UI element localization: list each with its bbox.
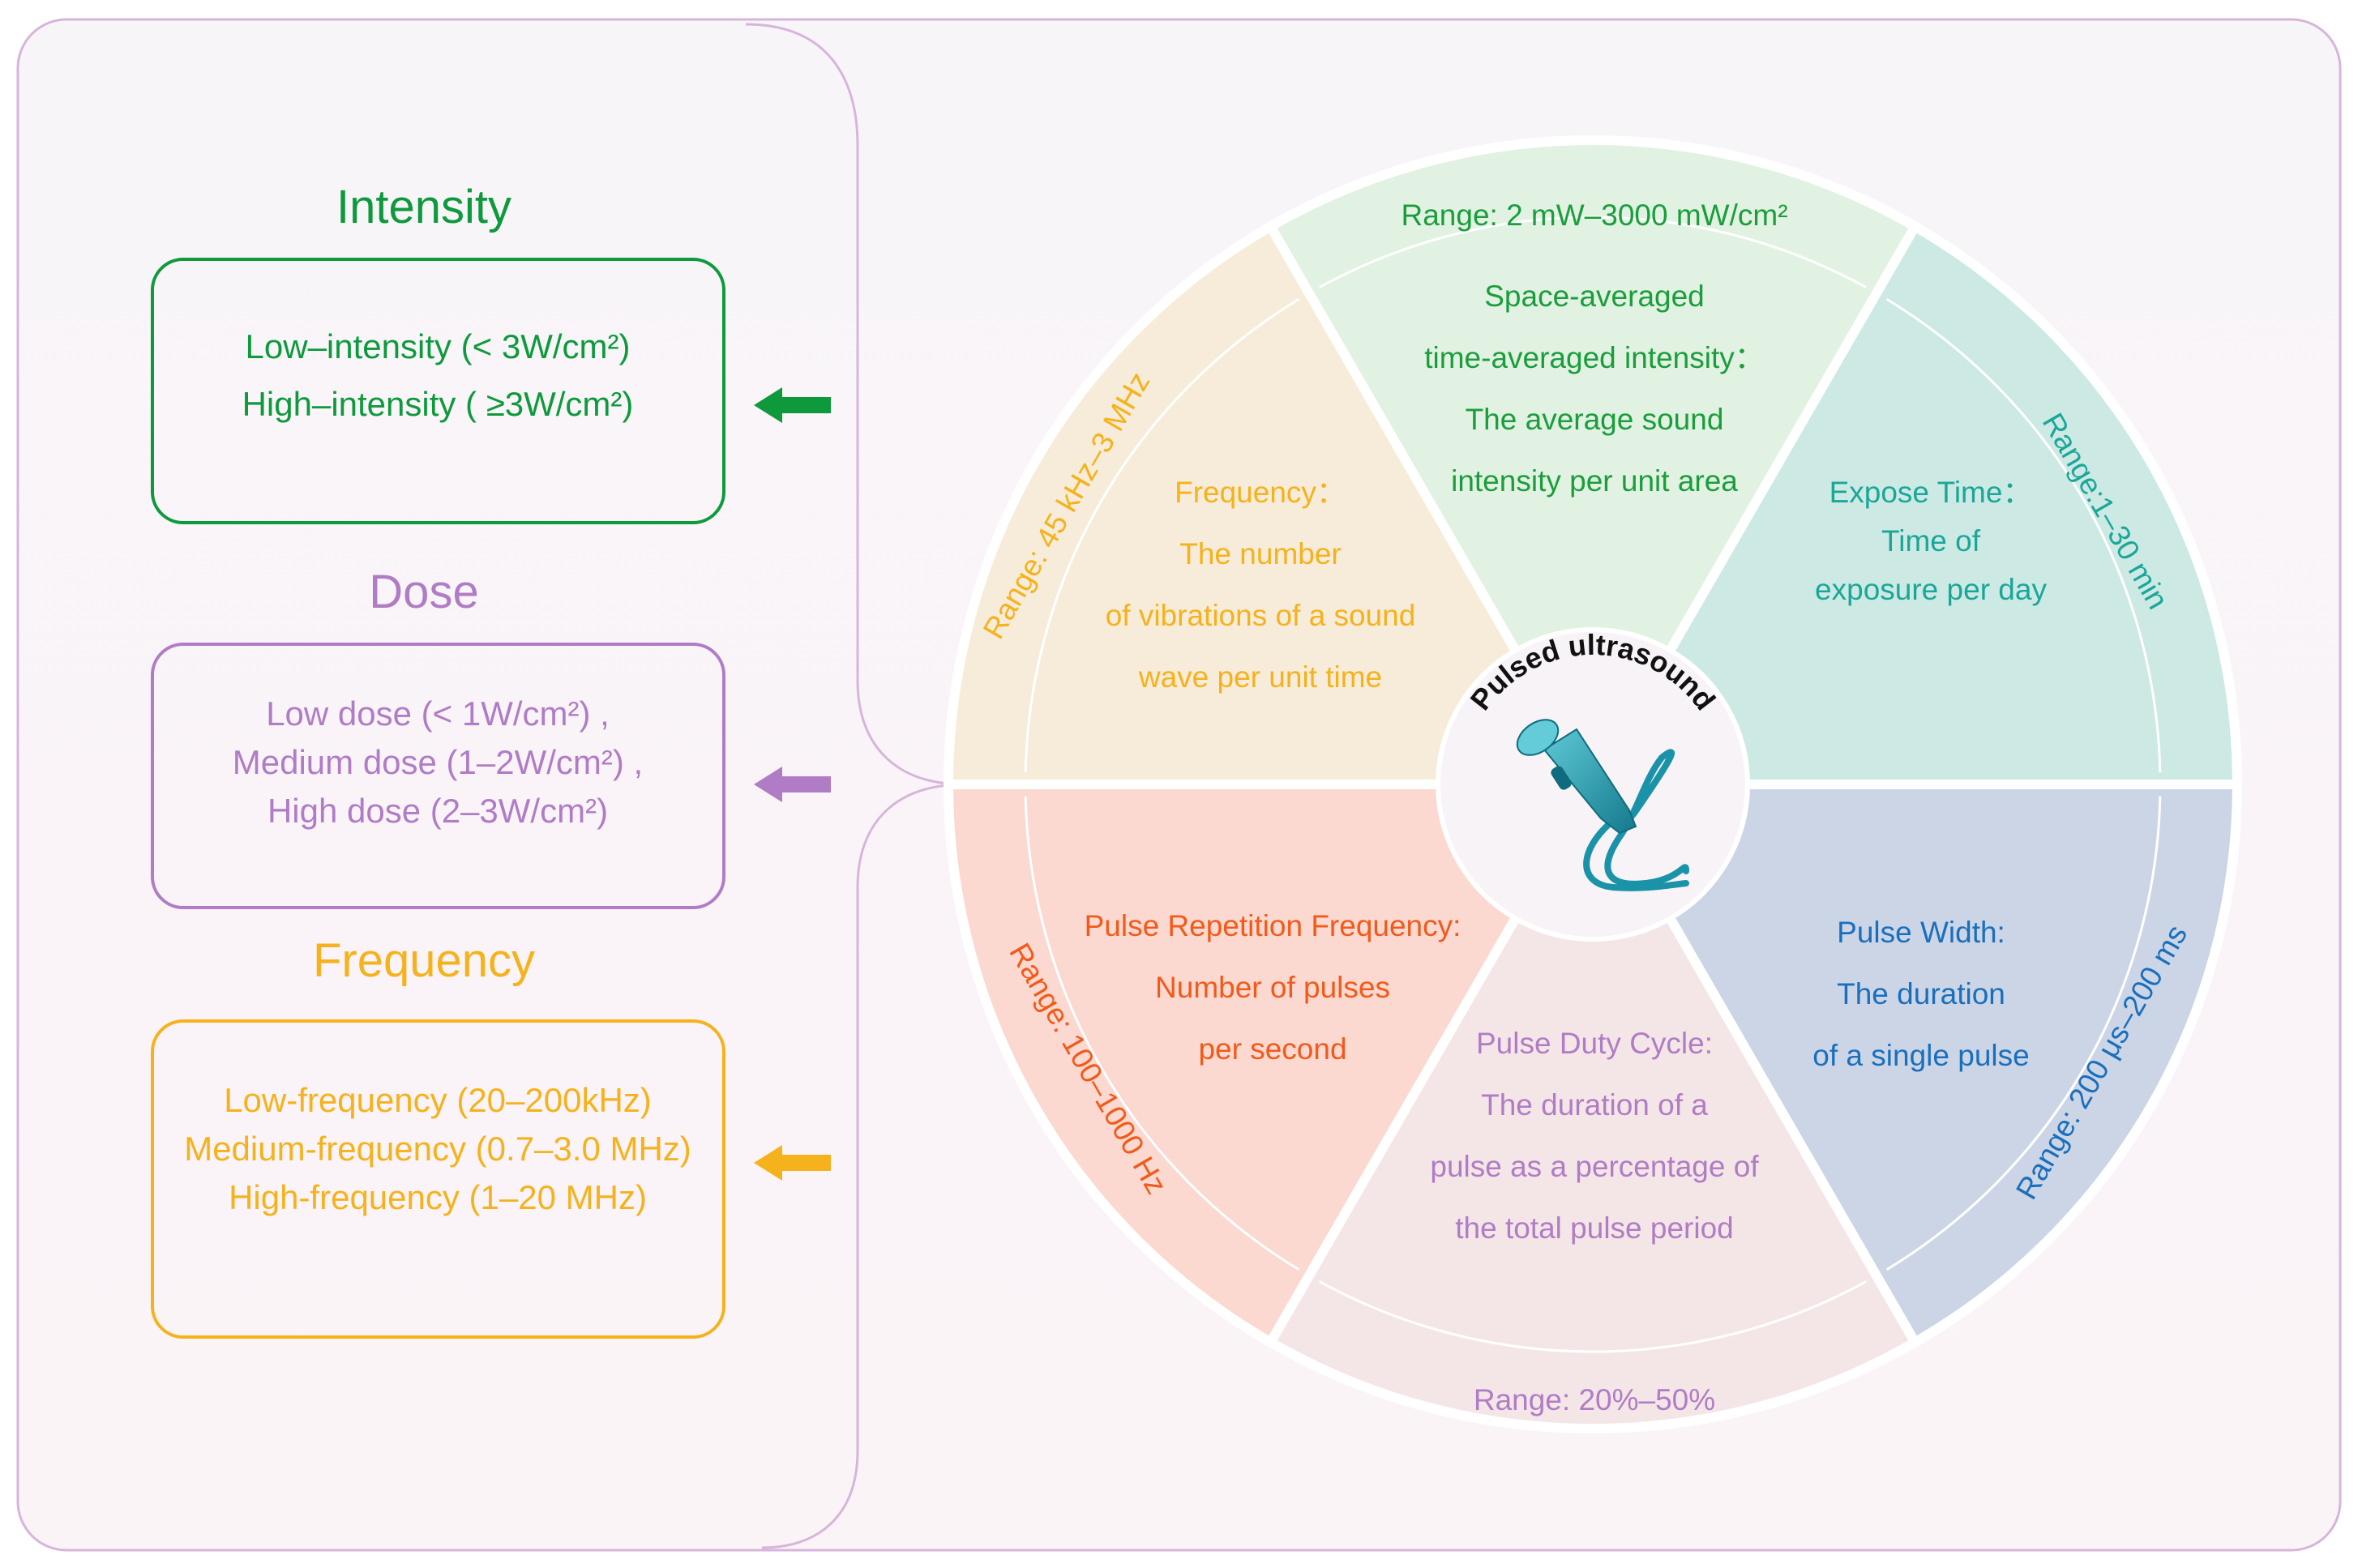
wheel-segment-pulse-repetition: Pulse Repetition Frequency: Number of pul… [943, 780, 1524, 1349]
ultrasound-probe-icon [1516, 719, 1689, 891]
segment-line: The duration [1837, 977, 2005, 1010]
segment-ring [1885, 297, 2162, 773]
segment-line: time-averaged intensity： [1424, 341, 1765, 374]
section-box [151, 643, 725, 909]
segment-fill [1264, 135, 1922, 660]
segment-ring [1024, 297, 1300, 773]
section-line: Medium-frequency (0.7–3.0 MHz) [184, 1130, 691, 1168]
section-line: Low dose (< 1W/cm²) , [266, 694, 610, 733]
section-line: Low-frequency (20–200kHz) [224, 1081, 652, 1119]
segment-line: Pulse Duty Cycle: [1476, 1027, 1713, 1060]
segment-range: Range: 2 mW–3000 mW/cm² [1401, 199, 1787, 232]
wheel-center: Pulsed ultrasound [1440, 628, 1745, 937]
segment-line: The duration of a [1481, 1088, 1708, 1122]
section-line: High dose (2–3W/cm²) [267, 792, 608, 830]
segment-line: Expose Time： [1829, 476, 2033, 509]
segment-ring [1319, 1280, 1867, 1353]
segment-ring [1885, 796, 2162, 1271]
segment-line: The number [1179, 537, 1342, 570]
section-line: High-frequency (1–20 MHz) [229, 1178, 647, 1216]
segment-line: pulse as a percentage of [1430, 1150, 1759, 1183]
section-title: Intensity [336, 181, 511, 233]
segment-line: Time of [1881, 524, 1981, 558]
arrow-left-icon [754, 1145, 831, 1181]
section-line: Medium dose (1–2W/cm²) , [233, 743, 643, 781]
section-title: Dose [369, 566, 478, 618]
segment-line: Space-averaged [1484, 280, 1705, 313]
segment-line: of a single pulse [1812, 1039, 2029, 1072]
segment-range: Range: 20%–50% [1474, 1383, 1715, 1416]
segment-ring [1024, 796, 1300, 1271]
segment-fill [1662, 220, 2243, 789]
segment-line: the total pulse period [1455, 1211, 1734, 1245]
section-line: High–intensity ( ≥3W/cm²) [242, 385, 634, 423]
segment-line: Frequency： [1175, 476, 1346, 509]
segment-ring [1319, 216, 1867, 288]
wheel-segment-pulse-width: Pulse Width: The duration of a single puls… [1662, 780, 2243, 1349]
section-line: Low–intensity (< 3W/cm²) [246, 327, 631, 365]
segment-line: wave per unit time [1138, 660, 1382, 694]
parameter-wheel: Frequency： The number of vibrations of a s… [943, 135, 2243, 1433]
segment-line: Number of pulses [1155, 971, 1390, 1004]
arrow-left-icon [754, 767, 831, 802]
wheel-segment-intensity: Space-averaged time-averaged intensity： Th… [1264, 135, 1922, 660]
arrow-left-icon [754, 387, 831, 423]
segment-line: Pulse Repetition Frequency: [1085, 909, 1461, 942]
segment-line: exposure per day [1815, 573, 2047, 606]
segment-line: Pulse Width: [1837, 916, 2005, 949]
segment-fill [943, 220, 1524, 789]
section-box [151, 258, 725, 524]
segment-line: of vibrations of a sound [1106, 599, 1416, 632]
section-title: Frequency [313, 934, 535, 987]
section-box [151, 1019, 725, 1339]
segment-line: The average sound [1466, 403, 1724, 436]
segment-line: intensity per unit area [1451, 464, 1738, 498]
segment-line: per second [1198, 1032, 1346, 1066]
